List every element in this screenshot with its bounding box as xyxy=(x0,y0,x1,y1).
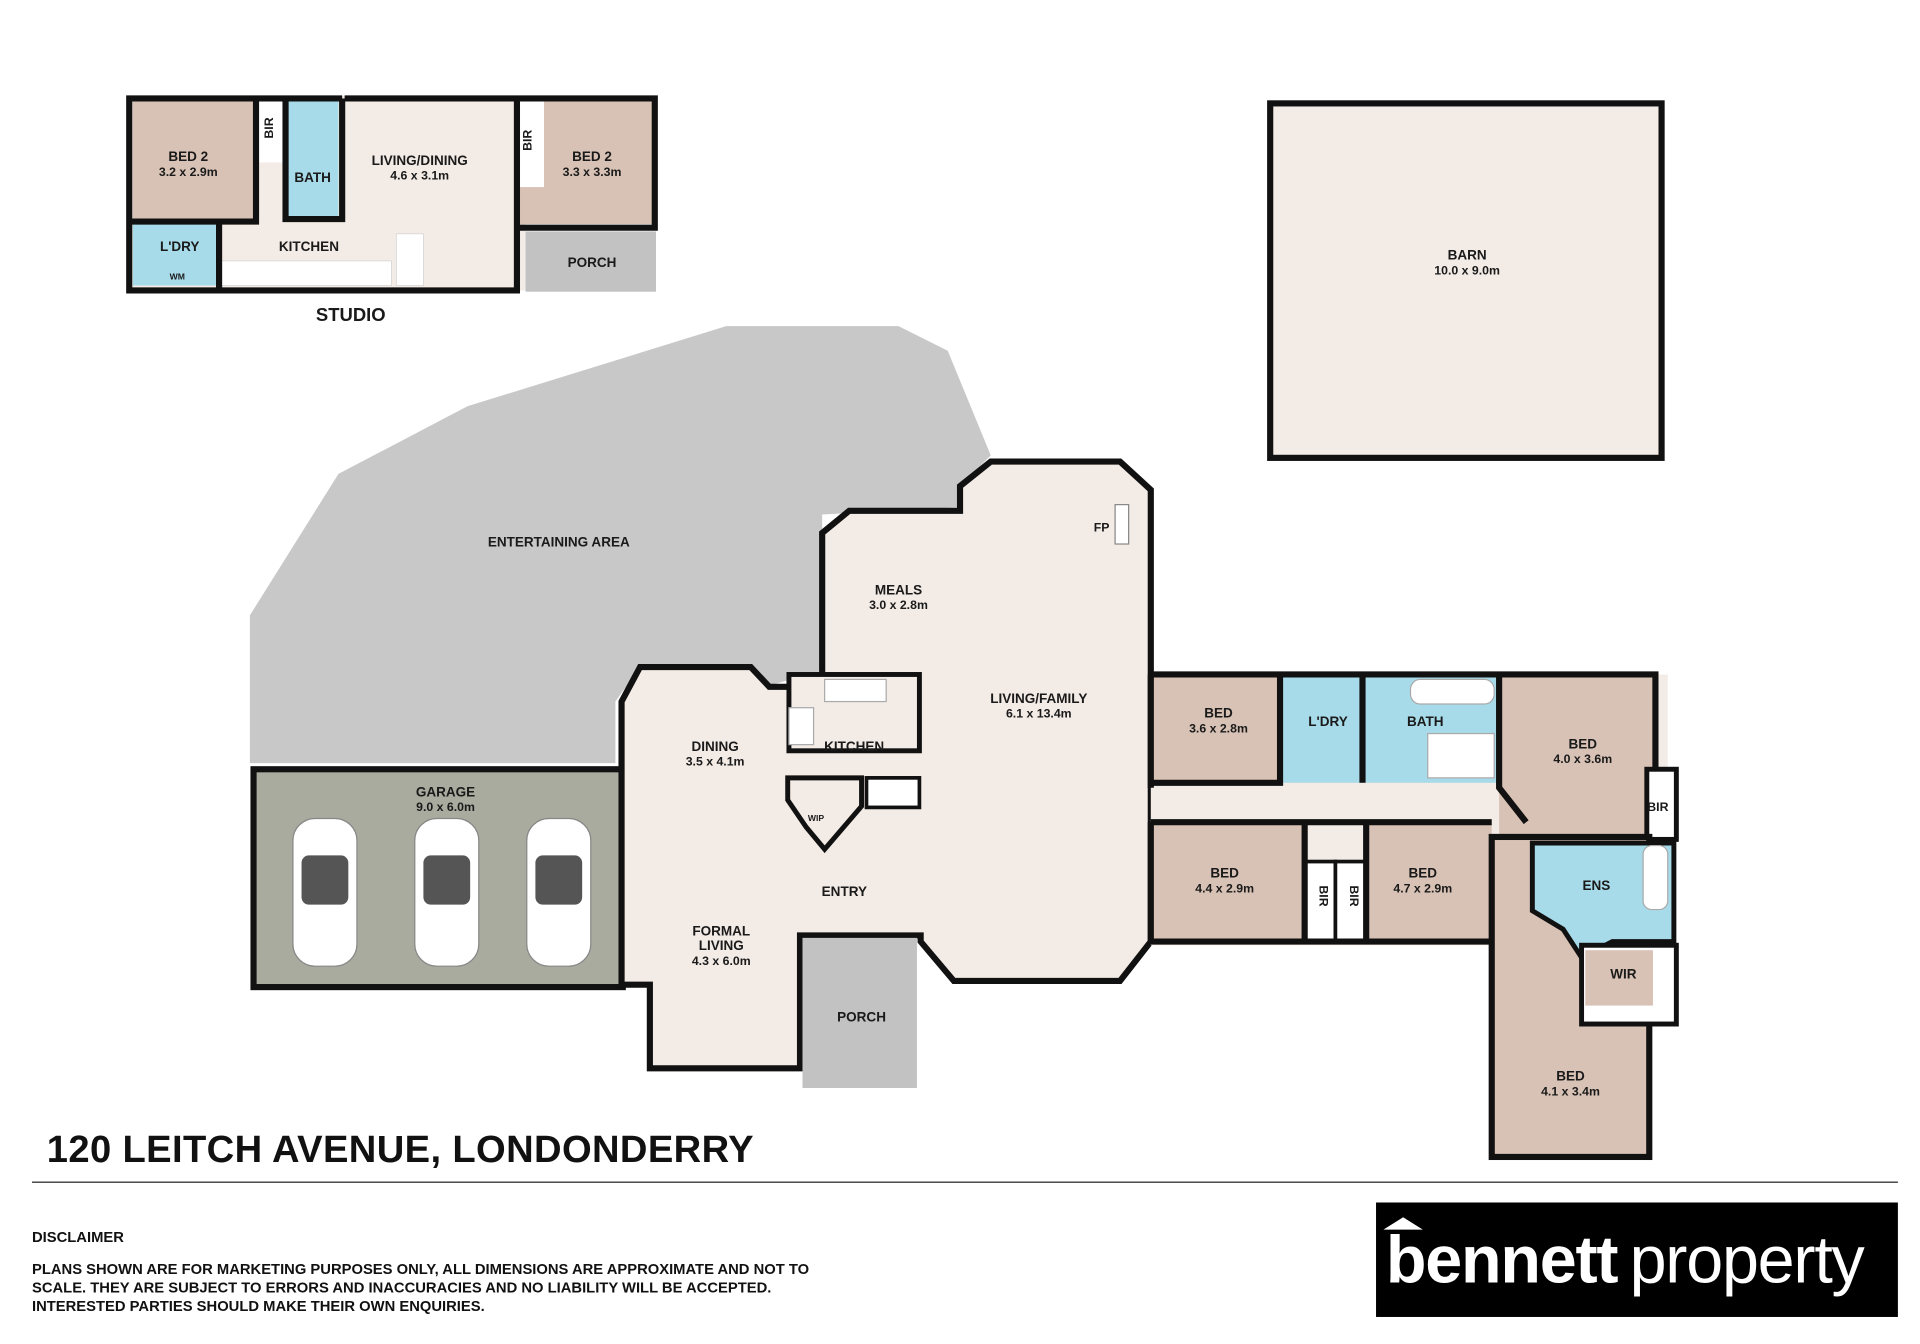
bir-b-label: BIR xyxy=(1647,800,1668,814)
studio-bed-right-label: BED 2 xyxy=(572,149,612,164)
wip-label: WIP xyxy=(808,813,825,823)
porch-label: PORCH xyxy=(837,1010,886,1025)
studio-porch-label: PORCH xyxy=(568,255,617,270)
studio-bath-label: BATH xyxy=(294,170,331,185)
studio-bed-right-dims: 3.3 x 3.3m xyxy=(563,165,622,179)
fridge-space xyxy=(864,776,922,810)
studio-kitchen-bench xyxy=(218,260,392,286)
garage-label: GARAGE xyxy=(416,784,475,799)
bath-label: BATH xyxy=(1407,714,1444,729)
barn-label: BARN xyxy=(1448,248,1487,263)
disclaimer-heading: DISCLAIMER xyxy=(32,1228,124,1246)
studio-living-dims: 4.6 x 3.1m xyxy=(390,169,449,183)
car-icon xyxy=(526,817,592,967)
studio-bath xyxy=(285,100,339,220)
formal-living-label-2: LIVING xyxy=(699,938,744,953)
bed-e-label: BED xyxy=(1556,1069,1585,1084)
bir-b xyxy=(1644,766,1679,842)
studio-living-label: LIVING/DINING xyxy=(372,153,468,168)
studio-bir-left xyxy=(256,100,286,163)
divider xyxy=(32,1181,1898,1183)
car-icon xyxy=(292,817,358,967)
bed-b-label: BED xyxy=(1569,736,1598,751)
entertaining-area xyxy=(249,326,991,764)
studio-plan xyxy=(126,95,658,294)
logo-bold-text: bennett xyxy=(1385,1223,1619,1298)
laundry xyxy=(1280,674,1363,783)
bed-b-dims: 4.0 x 3.6m xyxy=(1553,752,1612,766)
bed-c-dims: 4.4 x 2.9m xyxy=(1195,881,1254,895)
bed-d-dims: 4.7 x 2.9m xyxy=(1393,881,1452,895)
meals-dims: 3.0 x 2.8m xyxy=(869,598,928,612)
bathtub xyxy=(1409,678,1495,705)
kitchen-cooktop xyxy=(788,707,815,746)
studio-caption: STUDIO xyxy=(316,304,386,325)
kitchen-label: KITCHEN xyxy=(824,739,884,754)
garage-dims: 9.0 x 6.0m xyxy=(416,800,475,814)
bed-b xyxy=(1499,674,1653,837)
walk-in-pantry xyxy=(785,775,865,854)
living-family-dims: 6.1 x 13.4m xyxy=(1006,707,1072,721)
ensuite-label: ENS xyxy=(1582,878,1610,893)
bennett-property-logo: bennett property xyxy=(1376,1202,1898,1317)
disclaimer-text: PLANS SHOWN ARE FOR MARKETING PURPOSES O… xyxy=(32,1260,810,1315)
car-icon xyxy=(414,817,480,967)
roof-icon xyxy=(1383,1217,1423,1230)
bed-d xyxy=(1366,824,1492,942)
studio-laundry-label: L'DRY xyxy=(160,239,200,254)
studio-wm-label: WM xyxy=(170,271,185,281)
studio-porch xyxy=(525,231,657,292)
fireplace-label: FP xyxy=(1094,521,1110,535)
dining-label: DINING xyxy=(691,739,738,754)
barn xyxy=(1267,100,1665,461)
studio-bed-left xyxy=(132,100,257,222)
formal-living-label-1: FORMAL xyxy=(692,923,750,938)
studio-bed-left-label: BED 2 xyxy=(168,149,208,164)
bed-c-label: BED xyxy=(1210,866,1239,881)
wir-label: WIR xyxy=(1610,966,1637,981)
main-porch xyxy=(802,937,917,1089)
studio-bir-right-label: BIR xyxy=(521,130,535,151)
entertaining-label: ENTERTAINING AREA xyxy=(488,534,630,549)
fireplace-icon xyxy=(1114,504,1130,545)
bed-a-dims: 3.6 x 2.8m xyxy=(1189,721,1248,735)
studio-kitchen-label: KITCHEN xyxy=(279,239,339,254)
bed-e-dims: 4.1 x 3.4m xyxy=(1541,1084,1600,1098)
bed-d-label: BED xyxy=(1409,866,1438,881)
bed-c xyxy=(1150,824,1305,942)
studio-bir-left-label: BIR xyxy=(262,117,276,138)
bed-a xyxy=(1150,674,1281,786)
dining-dims: 3.5 x 4.1m xyxy=(686,755,745,769)
entry-label: ENTRY xyxy=(822,884,867,899)
studio-bed-left-dims: 3.2 x 2.9m xyxy=(159,165,218,179)
ensuite-bath xyxy=(1642,844,1669,911)
shower xyxy=(1427,732,1495,779)
studio-kitchen-island xyxy=(396,233,424,286)
logo-light-text: property xyxy=(1629,1223,1865,1298)
bed-a-label: BED xyxy=(1204,706,1233,721)
studio-bir-right xyxy=(519,100,545,188)
bir-d-label: BIR xyxy=(1347,885,1361,906)
living-family-label: LIVING/FAMILY xyxy=(990,691,1087,706)
kitchen-sink-bench xyxy=(824,678,887,703)
laundry-label: L'DRY xyxy=(1308,714,1348,729)
formal-living-dims: 4.3 x 6.0m xyxy=(692,954,751,968)
wir xyxy=(1585,950,1653,1006)
barn-dims: 10.0 x 9.0m xyxy=(1434,263,1500,277)
bir-c-label: BIR xyxy=(1316,885,1330,906)
meals-label: MEALS xyxy=(875,582,922,597)
property-address: 120 LEITCH AVENUE, LONDONDERRY xyxy=(46,1127,754,1171)
car-icons xyxy=(292,817,592,967)
studio-laundry xyxy=(132,224,220,286)
